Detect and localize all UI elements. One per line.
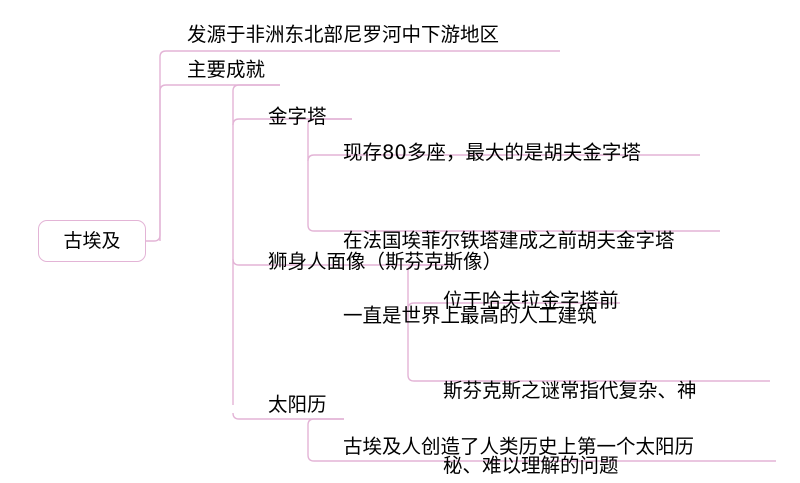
root-node-ancient-egypt[interactable]: 古埃及 (38, 220, 146, 262)
connector-root-to-achievements (159, 84, 181, 241)
node-main-achievements[interactable]: 主要成就 (187, 58, 266, 81)
node-sphinx[interactable]: 狮身人面像（斯芬克斯像） (268, 250, 503, 273)
node-solar-calendar-detail[interactable]: 古埃及人创造了人类历史上第一个太阳历 (343, 435, 695, 458)
node-pyramid[interactable]: 金字塔 (268, 105, 327, 128)
node-pyramid-detail-count[interactable]: 现存80多座，最大的是胡夫金字塔 (343, 141, 641, 164)
connector-root-to-origin (146, 50, 181, 242)
node-sphinx-detail-riddle[interactable]: 斯芬克斯之谜常指代复杂、神 秘、难以理解的问题 (443, 328, 763, 483)
node-sphinx-detail-riddle-line1: 斯芬克斯之谜常指代复杂、神 (443, 379, 697, 402)
node-pyramid-detail-tallest[interactable]: 在法国埃菲尔铁塔建成之前胡夫金字塔 一直是世界上最高的人工建筑 (343, 178, 743, 378)
node-pyramid-detail-tallest-line2: 一直是世界上最高的人工建筑 (343, 304, 597, 327)
connector-solar-branch (232, 412, 256, 420)
node-sphinx-detail-riddle-line2: 秘、难以理解的问题 (443, 454, 619, 477)
node-origin[interactable]: 发源于非洲东北部尼罗河中下游地区 (187, 23, 500, 46)
connector-pyramid-d1 (307, 154, 331, 162)
trunk-level3-solar (307, 418, 344, 462)
node-pyramid-detail-tallest-line1: 在法国埃菲尔铁塔建成之前胡夫金字塔 (343, 229, 675, 252)
connector-achievements-to-trunk (232, 84, 280, 92)
connector-pyramid-branch (232, 118, 256, 126)
connector-sphinx-branch (232, 258, 256, 266)
node-sphinx-detail-location[interactable]: 位于哈夫拉金字塔前 (443, 289, 619, 312)
node-solar-calendar[interactable]: 太阳历 (268, 393, 327, 416)
